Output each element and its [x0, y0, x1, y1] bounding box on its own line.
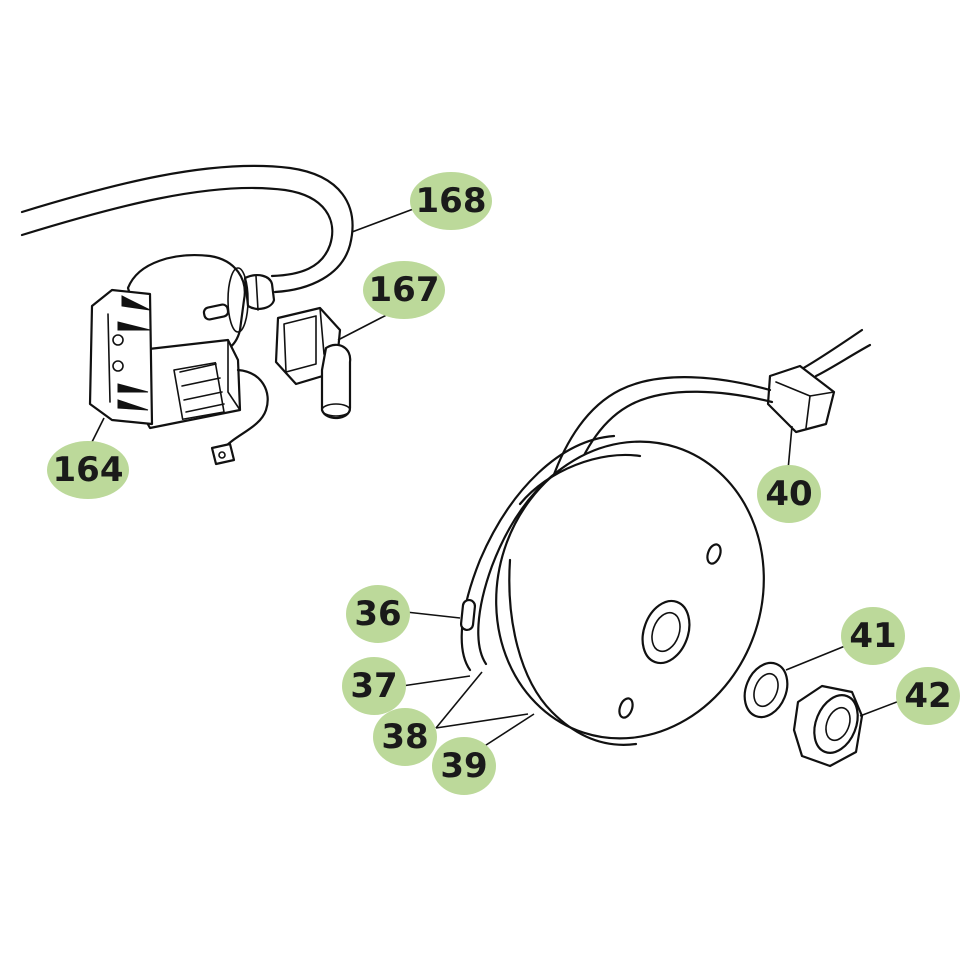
- ignition-cable-168: [20, 164, 354, 294]
- callout-label: 168: [416, 181, 487, 221]
- callout-label: 38: [381, 717, 428, 757]
- callout-label: 40: [765, 474, 812, 514]
- callout-label: 42: [904, 676, 951, 716]
- callout-39: 39: [432, 737, 496, 795]
- callout-badge: [47, 441, 129, 499]
- callout-41: 41: [841, 607, 905, 665]
- callout-badge: [757, 465, 821, 523]
- washer-41: [743, 661, 789, 719]
- callout-label: 39: [440, 746, 487, 786]
- callout-label: 167: [369, 270, 440, 310]
- callout-badge: [410, 172, 492, 230]
- callout-badge: [342, 657, 406, 715]
- callout-37: 37: [342, 657, 406, 715]
- callout-42: 42: [896, 667, 960, 725]
- callout-badge: [363, 261, 445, 319]
- callout-badge: [346, 585, 410, 643]
- callout-164: 164: [47, 441, 129, 499]
- callout-168: 168: [410, 172, 492, 230]
- callout-167: 167: [363, 261, 445, 319]
- callout-40: 40: [757, 465, 821, 523]
- callout-badge: [841, 607, 905, 665]
- coil-body-164: [88, 254, 276, 466]
- callout-label: 41: [849, 616, 896, 656]
- flywheel: [495, 440, 765, 746]
- callout-badge: [896, 667, 960, 725]
- callout-38: 38: [373, 708, 437, 766]
- callout-badge: [432, 737, 496, 795]
- callout-label: 37: [350, 666, 397, 706]
- callout-label: 36: [354, 594, 401, 634]
- spark-plug-boot-167: [274, 306, 352, 420]
- callout-badge: [373, 708, 437, 766]
- nut-42: [792, 684, 864, 768]
- callout-label: 164: [53, 450, 124, 490]
- callout-36: 36: [346, 585, 410, 643]
